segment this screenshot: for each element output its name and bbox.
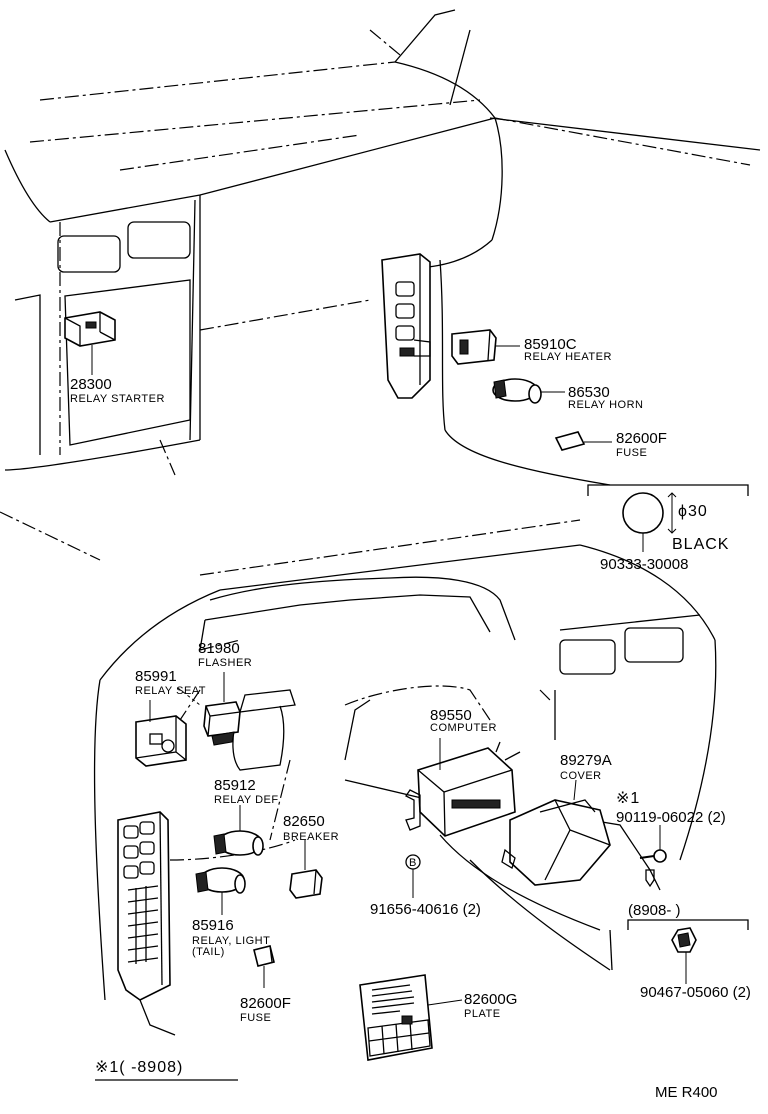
- plug-number: 90333-30008: [600, 556, 688, 573]
- relay-heater-name: RELAY HEATER: [524, 351, 612, 363]
- screw-number: 90119-06022 (2): [616, 809, 726, 826]
- screw-part: [639, 825, 667, 888]
- fuse-upper-part: [554, 431, 612, 451]
- relay-def-name: RELAY DEF: [214, 794, 279, 806]
- diagram-code: ME R400: [655, 1084, 718, 1101]
- breaker-number: 82650: [283, 813, 325, 830]
- relay-seat-number: 85991: [135, 668, 177, 685]
- relay-horn-number: 86530: [568, 384, 610, 401]
- cover-number: 89279A: [560, 752, 612, 769]
- relay-def-part: [213, 805, 264, 856]
- relay-starter-part: [64, 311, 116, 375]
- relay-heater-number: 85910C: [524, 336, 577, 353]
- fuse-lower-part: [253, 945, 275, 988]
- bolt-b-number: 91656-40616 (2): [370, 901, 481, 918]
- breaker-name: BREAKER: [283, 831, 339, 843]
- relay-light-name-1: RELAY, LIGHT: [192, 935, 270, 947]
- relay-heater-part: [451, 329, 520, 365]
- plate-part: [359, 974, 463, 1061]
- bulb-part: [627, 919, 749, 984]
- fuse-upper-number: 82600F: [616, 430, 667, 447]
- upper-dashboard-outline: [4, 9, 761, 486]
- flasher-part: [203, 672, 241, 746]
- fuse-upper-name: FUSE: [616, 447, 647, 459]
- plug-black-part: [587, 484, 749, 552]
- plug-color: BLACK: [672, 536, 729, 553]
- relay-def-number: 85912: [214, 777, 256, 794]
- relay-light-part: [195, 867, 246, 915]
- fuse-lower-number: 82600F: [240, 995, 291, 1012]
- bolt-b-part: B: [405, 854, 421, 898]
- computer-name: COMPUTER: [430, 722, 497, 734]
- relay-seat-part: [135, 687, 201, 767]
- relay-seat-name: RELAY SEAT: [135, 685, 206, 697]
- relay-light-number: 85916: [192, 917, 234, 934]
- plate-number: 82600G: [464, 991, 517, 1008]
- ref-mark: ※1: [616, 790, 640, 807]
- cover-part: [501, 779, 611, 886]
- plug-dimension: ϕ30: [678, 503, 708, 520]
- footnote: ※1( -8908): [95, 1059, 183, 1076]
- relay-block-part: [381, 253, 431, 399]
- fuse-lower-name: FUSE: [240, 1012, 271, 1024]
- relay-starter-number: 28300: [70, 376, 112, 393]
- relay-horn-part: [492, 378, 565, 404]
- labels: 28300 RELAY STARTER 85910C RELAY HEATER …: [70, 336, 751, 1101]
- bulb-number: 90467-05060 (2): [640, 984, 751, 1001]
- flasher-name: FLASHER: [198, 657, 252, 669]
- plate-name: PLATE: [464, 1008, 501, 1020]
- computer-number: 89550: [430, 707, 472, 724]
- bolt-b-marker: B: [409, 857, 417, 869]
- breaker-part: [289, 840, 323, 899]
- computer-part: [405, 738, 521, 837]
- relay-light-name-2: (TAIL): [192, 946, 225, 958]
- flasher-number: 81980: [198, 640, 240, 657]
- relay-horn-name: RELAY HORN: [568, 399, 644, 411]
- fuse-block-part: [117, 811, 176, 1036]
- cover-name: COVER: [560, 770, 602, 782]
- bulb-range: (8908- ): [628, 902, 681, 919]
- relay-starter-name: RELAY STARTER: [70, 393, 165, 405]
